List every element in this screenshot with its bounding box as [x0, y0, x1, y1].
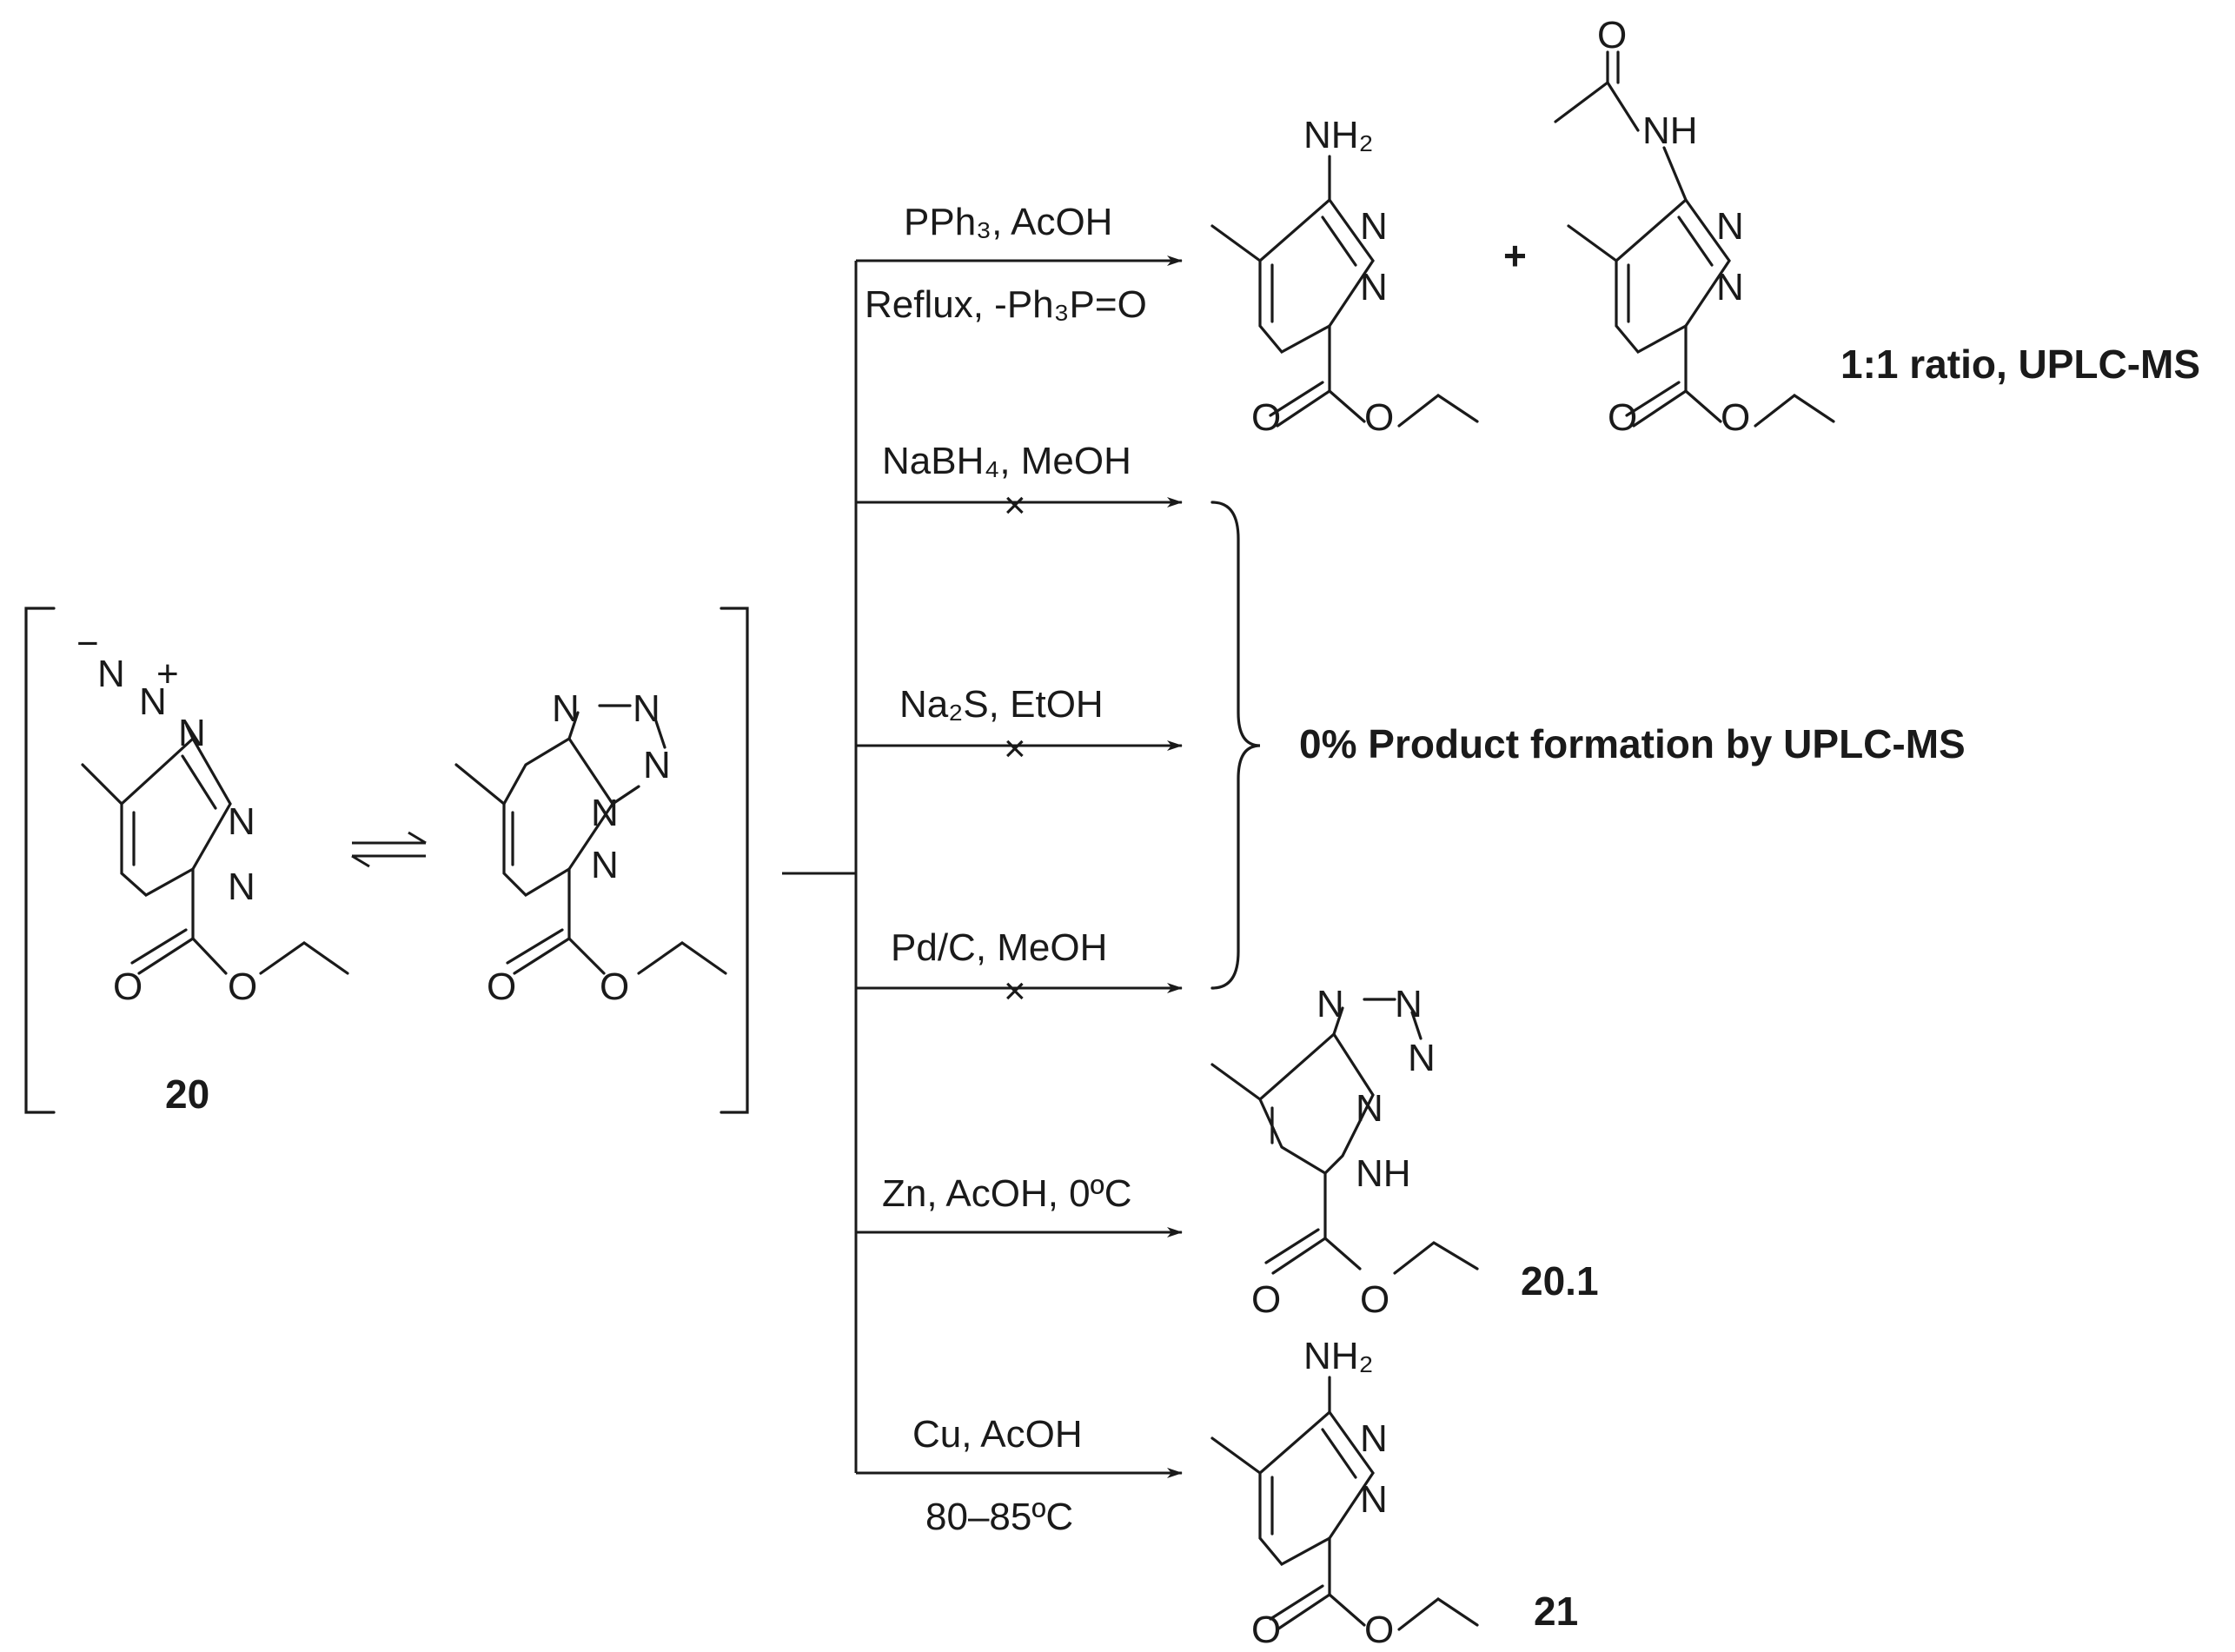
atom-O-ester: O — [228, 965, 257, 1008]
no-reaction-mark-3: × — [1004, 727, 1026, 770]
atom-N-ring1: N — [228, 800, 255, 843]
no-reaction-mark-2: × — [1004, 484, 1026, 527]
atom-O-21a: O — [1251, 1609, 1281, 1651]
product-21: NH₂ N N O O — [1210, 1335, 1479, 1651]
atom-O-p2b: O — [1721, 396, 1750, 439]
atom-O-carbonyl-tz: O — [487, 965, 516, 1008]
atom-O-carbonyl: O — [113, 965, 143, 1008]
atom-N-21a: N — [1360, 1417, 1388, 1460]
product-20-1: N N N N NH O O — [1210, 983, 1479, 1321]
atom-N-t4: N — [1356, 1087, 1383, 1130]
reactant-label: 20 — [165, 1071, 209, 1117]
atom-O-acetyl: O — [1597, 14, 1627, 56]
atom-NH-amide: NH — [1642, 109, 1698, 152]
atom-N-p2b: N — [1716, 266, 1744, 309]
ratio-note: 1:1 ratio, UPLC-MS — [1840, 342, 2200, 387]
product-acetamide: O NH N N O O — [1554, 14, 1835, 439]
atom-N-p1a: N — [1360, 205, 1388, 248]
charge-minus: − — [76, 622, 99, 665]
condition-r1-bottom: Reflux, -Ph₃P=O — [865, 283, 1147, 326]
reactant-bracket — [24, 607, 749, 1114]
equilibrium-arrows — [351, 831, 427, 868]
atom-N-azide2: N — [139, 680, 167, 723]
atom-O-21b: O — [1364, 1609, 1394, 1651]
label-20-1: 20.1 — [1521, 1258, 1599, 1304]
charge-plus: + — [156, 653, 179, 695]
atom-N-ring2: N — [228, 866, 255, 908]
atom-N-tz3: N — [643, 744, 671, 786]
atom-O-p2a: O — [1608, 396, 1637, 439]
atom-O-p1b: O — [1364, 396, 1394, 439]
product-brace — [1210, 501, 1261, 990]
atom-N-tz5: N — [591, 844, 619, 886]
atom-N-tz1: N — [552, 687, 580, 730]
atom-N-t1: N — [1316, 983, 1344, 1025]
atom-O-t2: O — [1360, 1278, 1389, 1321]
condition-r6-bottom: 80–85ºC — [925, 1496, 1073, 1538]
atom-N-t3: N — [1408, 1037, 1436, 1079]
atom-N-p1b: N — [1360, 266, 1388, 309]
azide-tautomer: N N N − + N N O O — [76, 622, 349, 1008]
no-product-note: 0% Product formation by UPLC-MS — [1299, 721, 1966, 766]
atom-N-21b: N — [1360, 1478, 1388, 1521]
atom-N-tz2: N — [633, 687, 660, 730]
atom-N-p2a: N — [1716, 205, 1744, 248]
atom-O-ester-tz: O — [600, 965, 629, 1008]
atom-N-azide1: N — [97, 653, 125, 695]
condition-r2-top: NaBH₄, MeOH — [882, 440, 1131, 482]
atom-NH2-p1: NH₂ — [1303, 114, 1374, 156]
tetrazole-tautomer: N N N N N O O — [454, 687, 727, 1008]
atom-N-azide3: N — [178, 712, 206, 754]
atom-O-t1: O — [1251, 1278, 1281, 1321]
product-amine: NH₂ N N O O — [1210, 114, 1479, 439]
no-reaction-mark-4: × — [1004, 970, 1026, 1012]
atom-O-p1a: O — [1251, 396, 1281, 439]
condition-r3-top: Na₂S, EtOH — [899, 683, 1104, 726]
condition-r5-top: Zn, AcOH, 0ºC — [882, 1172, 1131, 1215]
condition-r1-top: PPh₃, AcOH — [904, 201, 1112, 243]
atom-NH2-21: NH₂ — [1303, 1335, 1374, 1377]
label-21: 21 — [1534, 1589, 1578, 1634]
branch-lines — [782, 261, 858, 1473]
condition-r6-top: Cu, AcOH — [912, 1413, 1083, 1456]
condition-r4-top: Pd/C, MeOH — [891, 926, 1107, 969]
plus-sign: + — [1503, 233, 1527, 278]
atom-NH-t5: NH — [1356, 1152, 1411, 1195]
atom-N-tz4: N — [591, 792, 619, 834]
atom-N-t2: N — [1395, 983, 1423, 1025]
